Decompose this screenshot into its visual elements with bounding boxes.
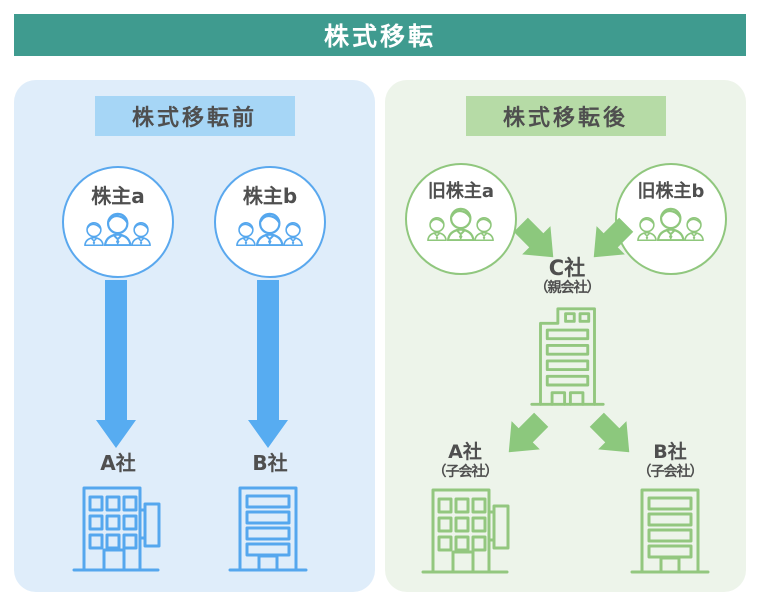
building-c-icon (530, 307, 605, 406)
company-a-label: A社 (58, 452, 178, 475)
former-shareholder-a-circle: 旧株主a (405, 163, 517, 275)
building-a-icon (421, 488, 510, 574)
company-b-text: B社 (252, 451, 288, 475)
shareholder-a-circle: 株主a (62, 166, 174, 278)
parent-company-text: C社 (548, 256, 586, 280)
subsidiary-a-label: A社 （子会社） (405, 441, 525, 480)
subsidiary-a-sublabel: （子会社） (432, 463, 499, 480)
before-panel: 株式移転前 株主a 株主b A社 B社 (14, 80, 375, 592)
building-b-icon (228, 486, 308, 572)
building-b-icon (630, 488, 710, 574)
before-heading-label: 株式移転前 (131, 106, 257, 131)
after-heading-label: 株式移転後 (502, 106, 628, 131)
page-title: 株式移転 (323, 22, 436, 51)
subsidiary-b-text: B社 (653, 441, 687, 463)
parent-company-sublabel: （親会社） (534, 280, 601, 297)
after-heading: 株式移転後 (465, 96, 666, 136)
parent-company-label: C社 （親会社） (507, 256, 627, 296)
people-icon (634, 207, 708, 241)
company-b-label: B社 (210, 452, 330, 475)
shareholder-b-label: 株主b (242, 184, 298, 208)
former-shareholder-b-circle: 旧株主b (615, 163, 727, 275)
down-arrow-icon (248, 280, 288, 448)
shareholder-a-label: 株主a (91, 184, 145, 208)
subsidiary-a-text: A社 (448, 441, 482, 463)
down-arrow-icon (96, 280, 136, 448)
title-banner: 株式移転 (14, 14, 746, 56)
former-shareholder-b-label: 旧株主b (637, 181, 705, 202)
subsidiary-b-label: B社 （子会社） (610, 441, 730, 480)
building-a-icon (72, 486, 161, 572)
company-a-text: A社 (100, 451, 136, 475)
people-icon (233, 212, 307, 246)
shareholder-b-circle: 株主b (214, 166, 326, 278)
subsidiary-b-sublabel: （子会社） (637, 463, 704, 480)
people-icon (424, 207, 498, 241)
people-icon (81, 212, 155, 246)
after-panel: 株式移転後 旧株主a 旧株主b C社 （親会社） A社 （子会社） B社 （子会… (385, 80, 746, 592)
before-heading: 株式移転前 (94, 96, 295, 136)
former-shareholder-a-label: 旧株主a (427, 181, 495, 202)
